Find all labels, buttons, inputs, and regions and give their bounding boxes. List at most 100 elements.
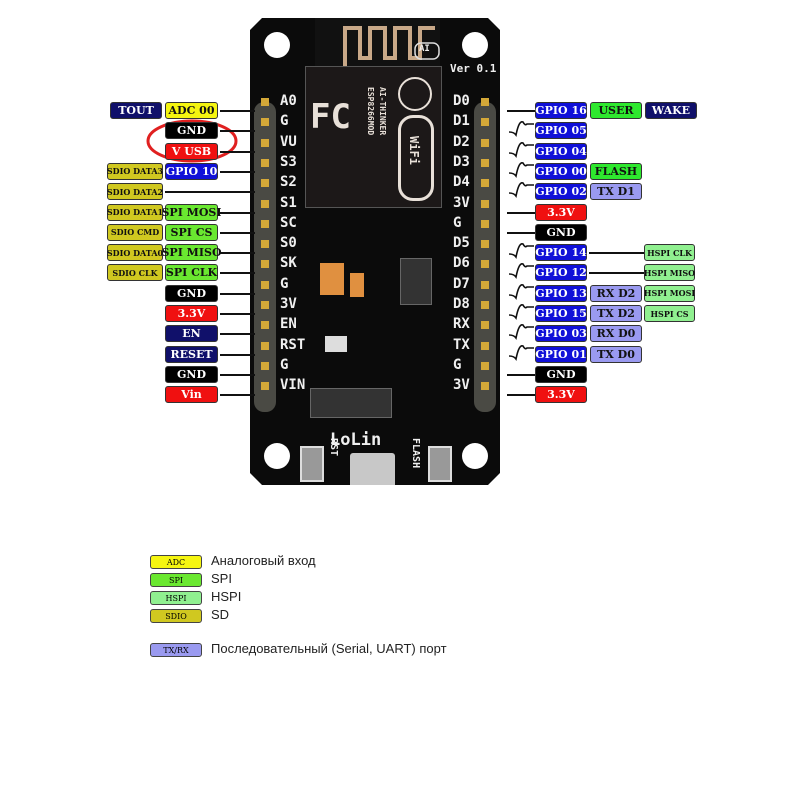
header-pin[interactable]: [261, 301, 269, 309]
pin-label-gpio-01: GPIO 01: [535, 345, 587, 363]
pin-label-hspi-mosi: HSPI MOSI: [644, 284, 695, 302]
pin-silk-label: RX: [453, 316, 470, 333]
pin-silk-label: A0: [280, 93, 297, 109]
pin-label-en: EN: [165, 325, 218, 343]
legend-text: SD: [211, 607, 230, 622]
header-pin[interactable]: [481, 321, 489, 330]
header-pin[interactable]: [261, 341, 269, 350]
header-pin[interactable]: [481, 240, 489, 249]
header-pin[interactable]: [481, 280, 489, 289]
crystal: [325, 336, 347, 352]
pin-label-rx-d0: RX D0: [590, 325, 642, 343]
legend-text: HSPI: [211, 589, 242, 604]
header-pin[interactable]: [261, 179, 269, 188]
connector-line: [220, 170, 255, 173]
connector-line: [220, 353, 255, 356]
header-pin[interactable]: [481, 98, 489, 106]
pin-label-gpio-05: GPIO 05: [535, 122, 587, 140]
header-pin[interactable]: [261, 260, 269, 269]
pin-silk-label: G: [280, 356, 289, 373]
header-pin[interactable]: [261, 361, 269, 370]
pin-label-wake: WAKE: [645, 102, 697, 119]
header-pin[interactable]: [261, 240, 269, 249]
legend-swatch-spi: SPI: [150, 573, 202, 587]
connector-line: [165, 191, 220, 194]
header-pin[interactable]: [481, 382, 489, 391]
connector-line: [220, 292, 255, 295]
pin-label-v-usb: V USB: [165, 142, 218, 160]
legend-swatch-adc: ADC: [150, 555, 202, 569]
pin-label-user: USER: [590, 102, 642, 119]
pin-label-gpio-13: GPIO 13: [535, 284, 587, 302]
legend-swatch-tx-rx: TX/RX: [150, 643, 202, 657]
header-pin[interactable]: [261, 138, 269, 147]
pin-label-gpio-12: GPIO 12: [535, 264, 587, 282]
connector-line: [220, 272, 255, 275]
pin-silk-label: VU: [280, 133, 297, 150]
pin-label-gpio-03: GPIO 03: [535, 325, 587, 343]
rst-button-label: RST: [328, 438, 339, 457]
board-version: Ver 0.1: [450, 62, 497, 75]
connector-line: [507, 394, 535, 397]
pwm-wave-icon: [508, 263, 534, 280]
connector-line: [220, 394, 255, 397]
pin-label-gpio-10: GPIO 10: [165, 162, 218, 180]
pin-label-gnd: GND: [165, 284, 218, 302]
pin-silk-label: S1: [280, 194, 297, 211]
header-pin[interactable]: [261, 118, 269, 127]
pwm-wave-icon: [508, 161, 534, 178]
pin-silk-label: RST: [280, 336, 306, 353]
pin-silk-label: 3V: [453, 377, 470, 394]
header-pin[interactable]: [261, 382, 269, 391]
pin-silk-label: G: [280, 113, 289, 130]
connector-line: [220, 130, 255, 133]
pin-silk-label: S0: [280, 235, 297, 252]
header-pin[interactable]: [261, 219, 269, 228]
micro-usb-port[interactable]: [350, 453, 395, 485]
header-pin[interactable]: [481, 301, 489, 309]
rst-button[interactable]: [300, 446, 324, 482]
pwm-wave-icon: [508, 243, 534, 260]
header-pin[interactable]: [481, 118, 489, 127]
pin-label-spi-cs: SPI CS: [165, 223, 218, 241]
header-pin[interactable]: [481, 138, 489, 147]
pin-label-hspi-clk: HSPI CLK: [644, 244, 695, 262]
connector-line: [507, 211, 535, 214]
header-pin[interactable]: [261, 199, 269, 208]
pin-label-hspi-cs: HSPI CS: [644, 305, 695, 322]
header-pin[interactable]: [261, 98, 269, 106]
pin-label-sdio-data1: SDIO DATA1: [107, 203, 163, 221]
header-pin[interactable]: [481, 341, 489, 350]
header-pin[interactable]: [481, 260, 489, 269]
header-pin[interactable]: [481, 179, 489, 188]
pin-label-gpio-00: GPIO 00: [535, 162, 587, 180]
nodemcu-board: AI Ver 0.1 FC ESP8266MOD AI-THINKER WiFi…: [250, 18, 500, 485]
header-pin[interactable]: [261, 280, 269, 289]
header-pin[interactable]: [481, 219, 489, 228]
header-pin[interactable]: [481, 199, 489, 208]
pin-label-reset: RESET: [165, 345, 218, 363]
right-pin-header: [474, 102, 496, 412]
pin-label-gpio-14: GPIO 14: [535, 244, 587, 262]
pin-silk-label: S2: [280, 174, 297, 191]
connector-line: [507, 373, 535, 376]
flash-button[interactable]: [428, 446, 452, 482]
connector-line: [220, 231, 255, 234]
pin-silk-label: D0: [453, 93, 470, 109]
pin-label-sdio-data3: SDIO DATA3: [107, 162, 163, 180]
header-pin[interactable]: [481, 158, 489, 167]
pin-label-vin: Vin: [165, 386, 218, 404]
antenna-trace-icon: [343, 26, 440, 68]
pin-label-gpio-15: GPIO 15: [535, 305, 587, 322]
left-pin-header: [254, 102, 276, 412]
connector-line: [220, 110, 255, 112]
pin-silk-label: EN: [280, 316, 297, 333]
header-pin[interactable]: [261, 321, 269, 330]
pwm-wave-icon: [508, 182, 534, 199]
legend-swatch-sdio: SDIO: [150, 609, 202, 623]
highlight-ellipse: [146, 119, 238, 163]
header-pin[interactable]: [261, 158, 269, 167]
pwm-wave-icon: [508, 303, 534, 321]
pin-silk-label: D4: [453, 174, 470, 191]
header-pin[interactable]: [481, 361, 489, 370]
